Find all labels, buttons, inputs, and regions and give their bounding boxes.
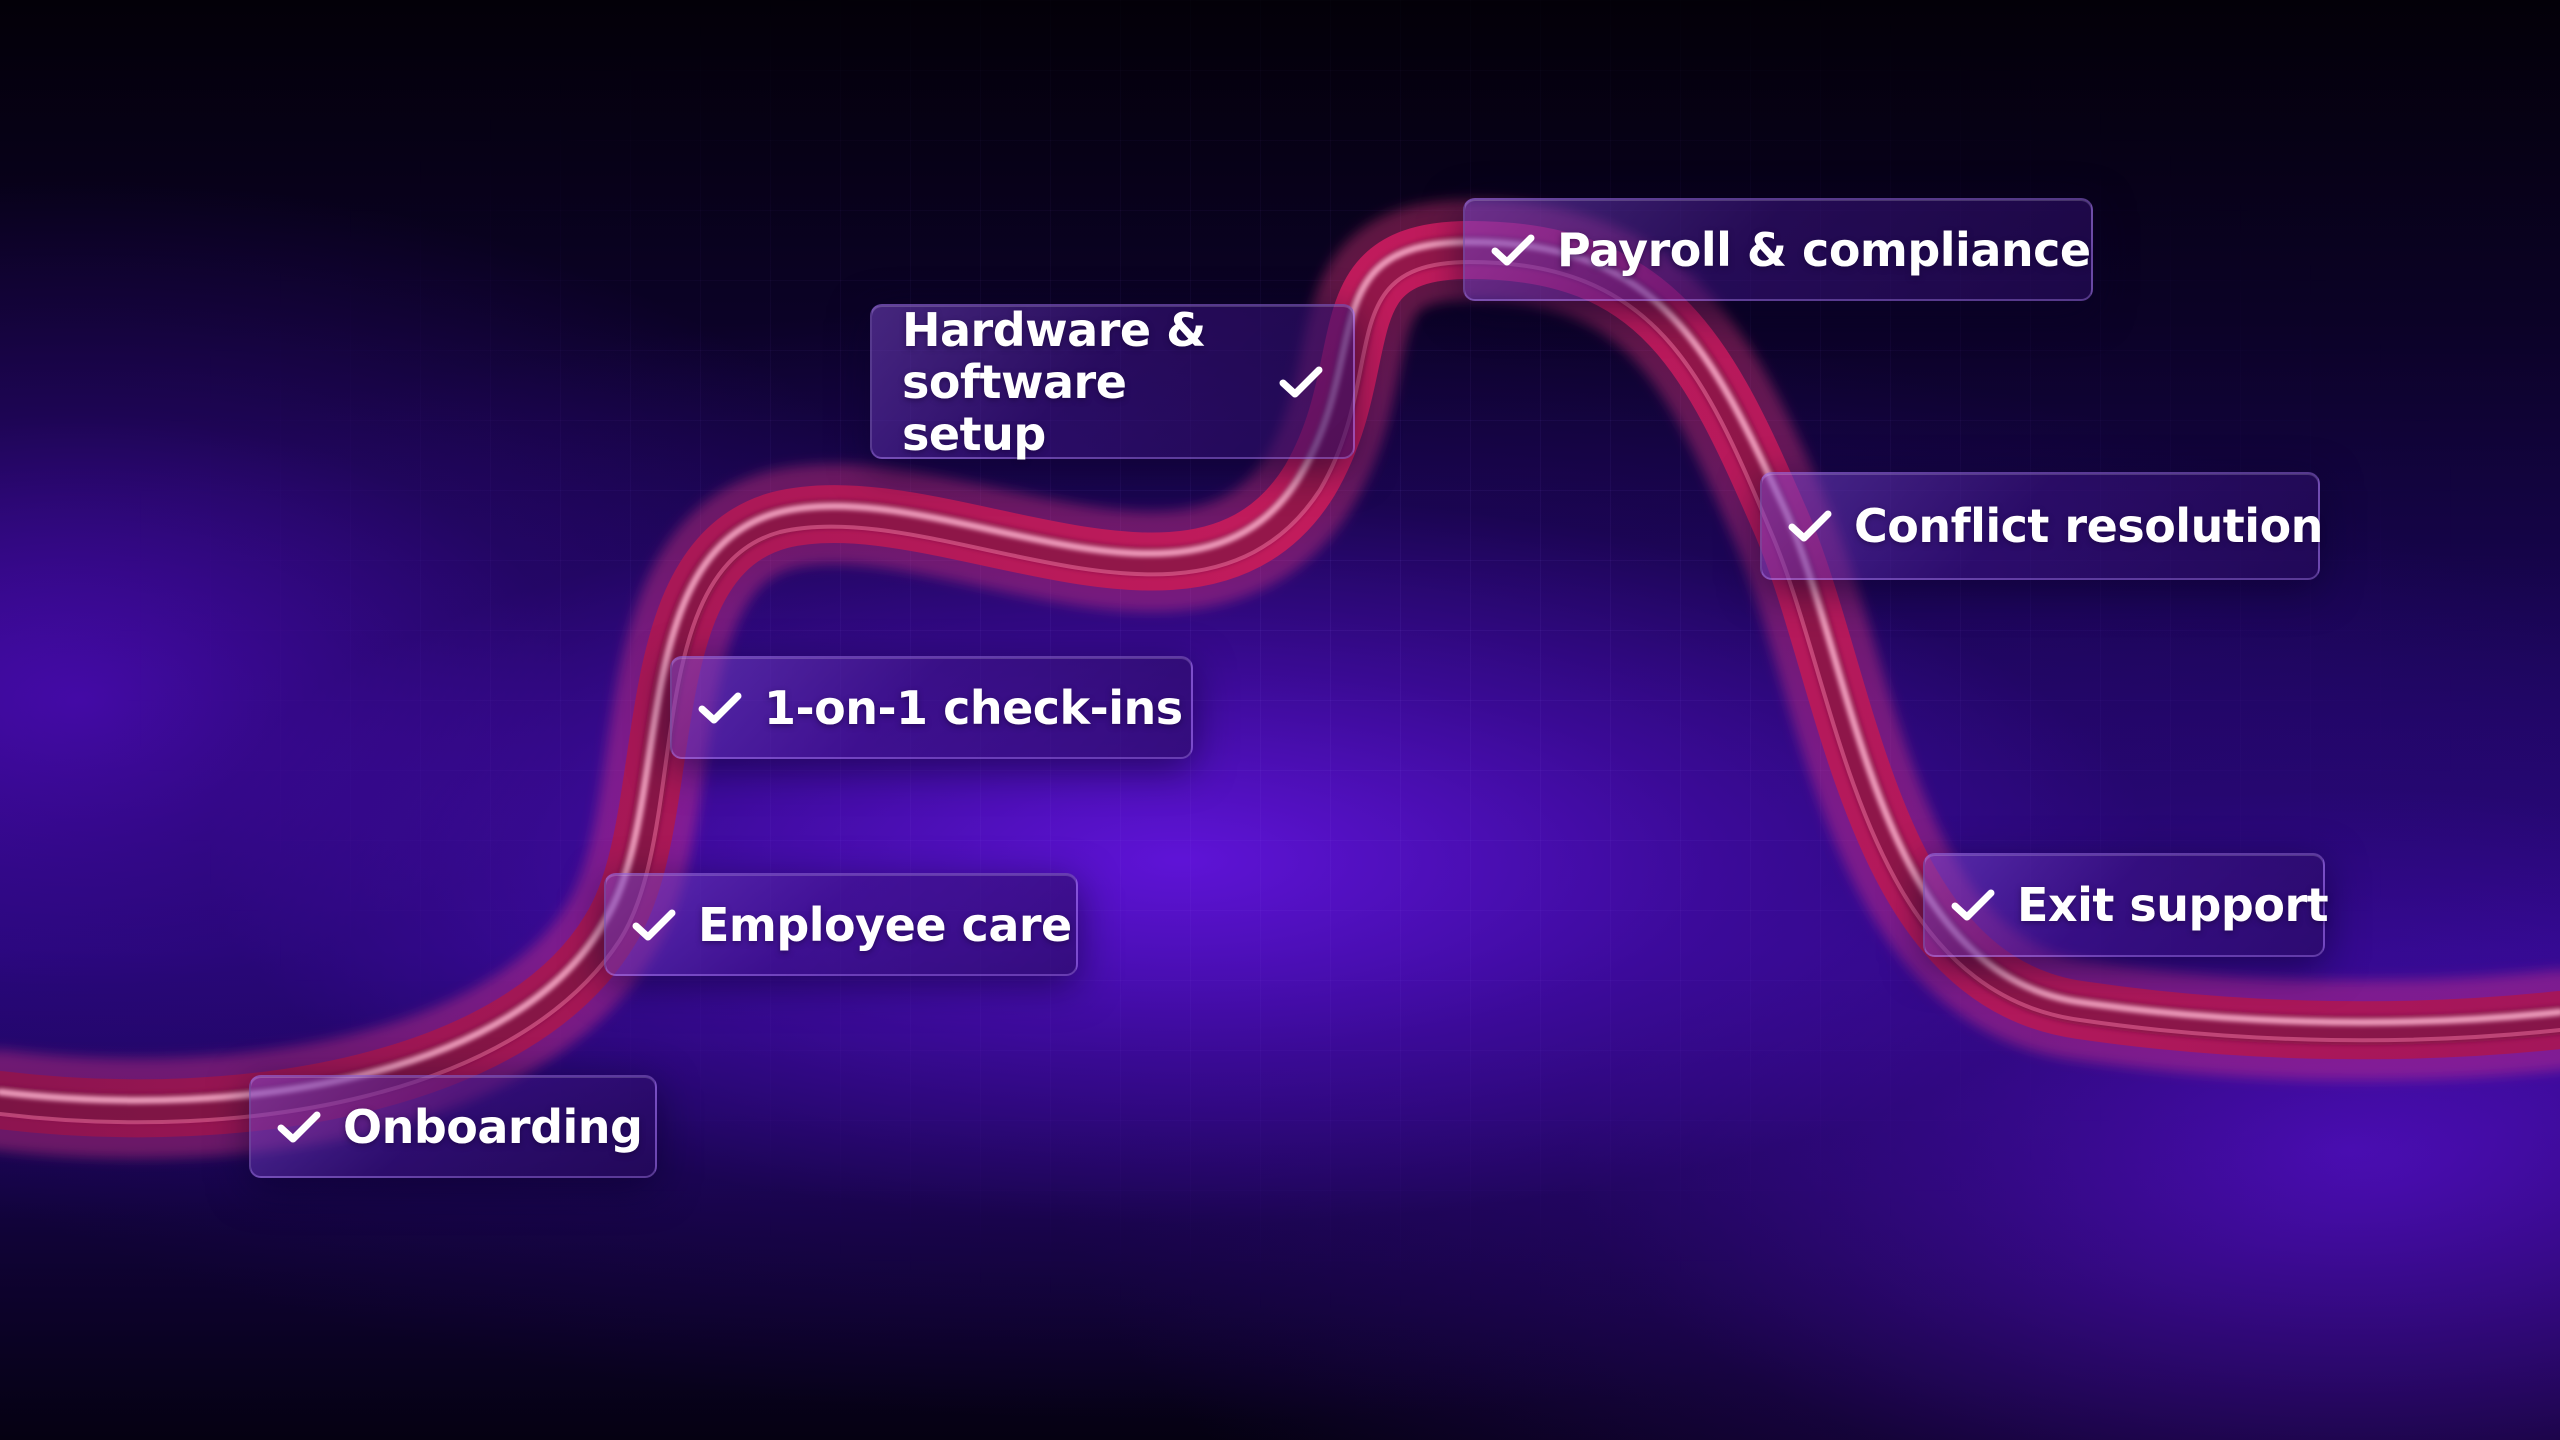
step-checkins: 1-on-1 check-ins [670,656,1193,759]
step-label: Conflict resolution [1854,499,2323,553]
step-employee-care: Employee care [604,873,1078,976]
step-label: Exit support [2017,878,2329,932]
step-label: Employee care [698,897,1072,952]
step-hardware-setup: Hardware & software setup [870,302,1355,461]
step-label: Onboarding [343,1099,643,1154]
step-label: Hardware & software setup [902,302,1206,461]
check-icon [1788,510,1832,542]
check-icon [1491,234,1535,265]
check-icon [632,909,676,940]
step-onboarding: Onboarding [249,1075,657,1178]
check-icon [1279,366,1323,397]
check-icon [698,692,742,723]
check-icon [277,1111,321,1142]
check-icon [1951,889,1995,921]
step-exit-support: Exit support [1923,853,2329,957]
step-label: Payroll & compliance [1557,222,2091,277]
step-label: 1-on-1 check-ins [764,680,1183,735]
step-payroll-compliance: Payroll & compliance [1463,198,2093,301]
step-conflict-resolution: Conflict resolution [1760,472,2323,580]
